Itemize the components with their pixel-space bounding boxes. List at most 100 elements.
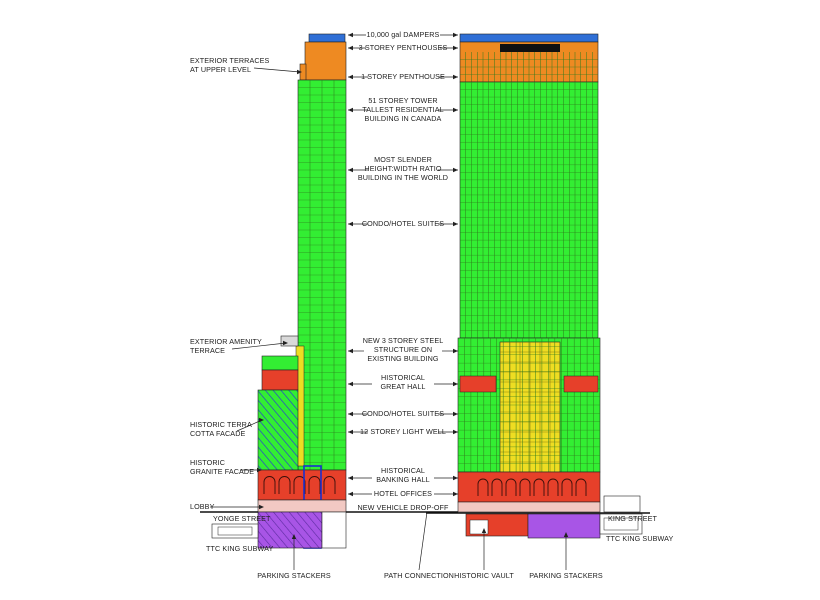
arrowhead — [348, 107, 353, 113]
right-great-hall-right — [563, 375, 599, 393]
arrowhead — [453, 491, 458, 497]
right-offices-band — [457, 501, 601, 513]
labels: 10,000 gal DAMPERS 3 STOREY PENTHOUSES 1… — [190, 30, 673, 580]
arch — [505, 478, 517, 496]
left-amenity-terrace — [280, 335, 299, 347]
leader-line — [418, 511, 428, 571]
arch — [263, 476, 276, 494]
arch — [575, 478, 587, 496]
label-ttc-right: TTC KING SUBWAY — [606, 534, 673, 543]
label-slender-3: BUILDING IN THE WORLD — [358, 173, 448, 182]
right-neighbour — [603, 495, 641, 513]
label-steel-1: NEW 3 STOREY STEEL — [363, 336, 444, 345]
arrowhead — [453, 429, 458, 435]
arch — [278, 476, 291, 494]
arrowhead — [283, 340, 288, 346]
arrowhead — [563, 532, 569, 537]
right-parking — [527, 513, 601, 539]
right-tower-grid — [460, 82, 598, 338]
left-lobby — [257, 499, 347, 513]
arrowhead — [348, 475, 353, 481]
label-tower-2: TALLEST RESIDENTIAL — [362, 105, 444, 114]
label-condo-upper: CONDO/HOTEL SUITES — [362, 219, 444, 228]
arch — [547, 478, 559, 496]
label-condo-lower: CONDO/HOTEL SUITES — [362, 409, 444, 418]
label-granite-1: HISTORIC — [190, 458, 225, 467]
leader-lines — [210, 32, 569, 571]
label-penthouses3: 3 STOREY PENTHOUSES — [359, 43, 448, 52]
arrowhead — [453, 32, 458, 38]
arrowhead — [348, 167, 353, 173]
arrowhead — [348, 45, 353, 51]
label-tower-1: 51 STOREY TOWER — [368, 96, 437, 105]
arch — [477, 478, 489, 496]
arch — [519, 478, 531, 496]
arrowhead — [453, 107, 458, 113]
left-section — [200, 33, 458, 549]
right-dampers — [459, 33, 599, 43]
label-hotel-offices: HOTEL OFFICES — [374, 489, 432, 498]
left-granite-arches — [263, 476, 336, 494]
label-steel-2: STRUCTURE ON — [374, 345, 432, 354]
arch — [308, 476, 321, 494]
left-granite — [257, 469, 347, 501]
label-penthouse1: 1 STOREY PENTHOUSE — [361, 72, 445, 81]
right-penthouse-void — [500, 44, 560, 52]
label-lobby: LOBBY — [190, 502, 215, 511]
label-tower-3: BUILDING IN CANADA — [365, 114, 442, 123]
label-banking-1: HISTORICAL — [381, 466, 425, 475]
arrowhead — [348, 32, 353, 38]
left-podium-top — [261, 355, 299, 371]
label-terra-cotta-2: COTTA FACADE — [190, 429, 245, 438]
leader-line — [253, 67, 301, 73]
label-path: PATH CONNECTION — [384, 571, 454, 580]
left-penthouses — [304, 41, 347, 81]
label-amenity-2: TERRACE — [190, 346, 225, 355]
arch — [561, 478, 573, 496]
arrowhead — [259, 504, 264, 510]
arrowhead — [348, 491, 353, 497]
label-steel-3: EXISTING BUILDING — [367, 354, 439, 363]
arrowhead — [348, 381, 353, 387]
left-parking — [257, 511, 323, 549]
arrowhead — [348, 429, 353, 435]
label-yonge: YONGE STREET — [213, 514, 271, 523]
arch — [533, 478, 545, 496]
arch — [323, 476, 336, 494]
left-tower-grid — [298, 80, 346, 470]
right-subway — [599, 513, 643, 535]
arrowhead — [348, 221, 353, 227]
left-terra-cotta — [257, 389, 299, 471]
label-great-hall-1: HISTORICAL — [381, 373, 425, 382]
leader-line — [231, 342, 287, 350]
label-slender-1: MOST SLENDER — [374, 155, 432, 164]
label-amenity-1: EXTERIOR AMENITY — [190, 337, 262, 346]
label-ttc-left: TTC KING SUBWAY — [206, 544, 273, 553]
left-basement — [321, 511, 347, 549]
label-terra-cotta-1: HISTORIC TERRA — [190, 420, 252, 429]
left-dampers — [308, 33, 346, 43]
label-parking-left: PARKING STACKERS — [257, 571, 331, 580]
arrowhead — [257, 467, 262, 473]
right-section — [426, 33, 650, 539]
label-parking-right: PARKING STACKERS — [529, 571, 603, 580]
label-great-hall-2: GREAT HALL — [380, 382, 425, 391]
right-banking-arches — [477, 478, 587, 496]
label-banking-2: BANKING HALL — [376, 475, 430, 484]
label-dropoff: NEW VEHICLE DROP-OFF — [357, 503, 449, 512]
left-great-hall — [261, 369, 299, 391]
label-king: KING STREET — [608, 514, 658, 523]
arrowhead — [481, 528, 487, 533]
arch — [293, 476, 306, 494]
label-light-well: 12 STOREY LIGHT WELL — [360, 427, 446, 436]
right-banking-hall — [457, 471, 601, 503]
label-granite-2: GRANITE FACADE — [190, 467, 254, 476]
arrowhead — [453, 74, 458, 80]
arrowhead — [453, 411, 458, 417]
right-subway-inner — [603, 517, 639, 531]
arrowhead — [348, 74, 353, 80]
arrowhead — [297, 69, 302, 75]
left-subway-inner — [217, 526, 253, 536]
arrowhead — [453, 221, 458, 227]
right-great-hall-left — [459, 375, 497, 393]
